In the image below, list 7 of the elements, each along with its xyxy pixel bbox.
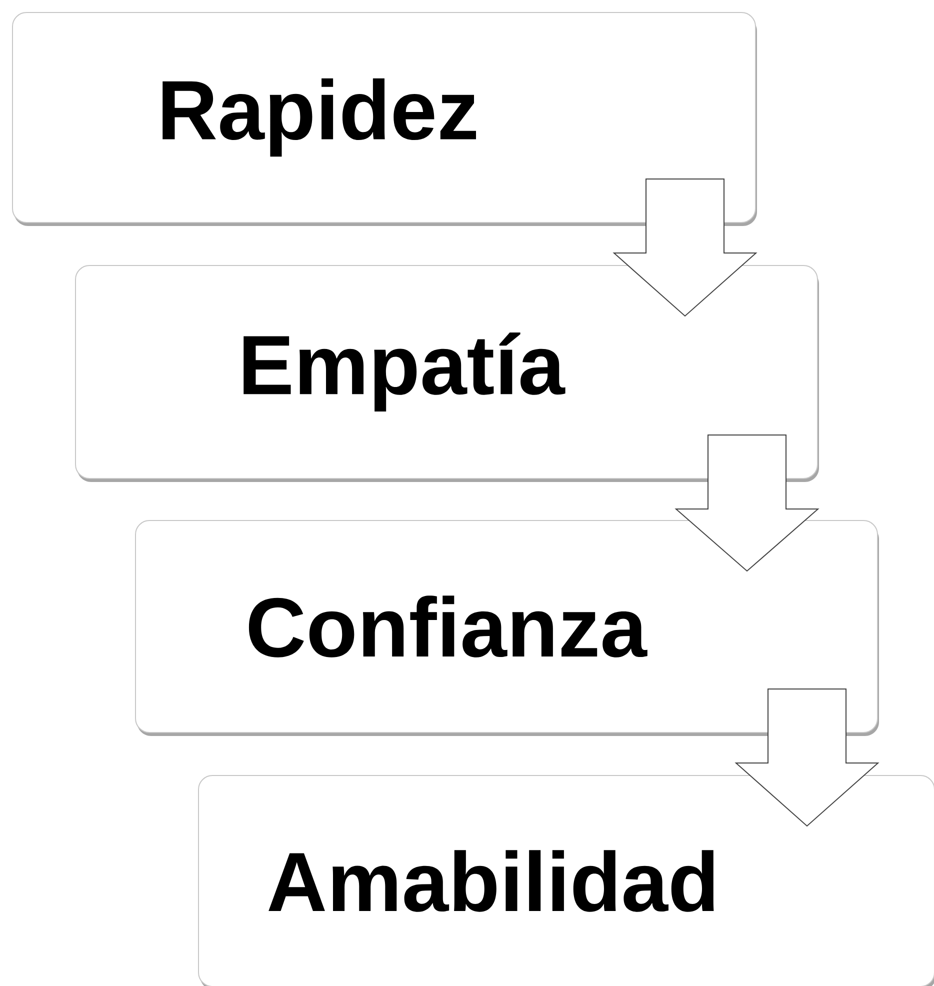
process-box: Confianza <box>135 520 879 736</box>
arrow <box>612 178 758 317</box>
process-box: Amabilidad <box>198 775 934 986</box>
process-box: Rapidez <box>12 12 757 226</box>
arrow <box>674 434 820 572</box>
process-box: Empatía <box>75 265 819 482</box>
arrow <box>734 688 880 827</box>
